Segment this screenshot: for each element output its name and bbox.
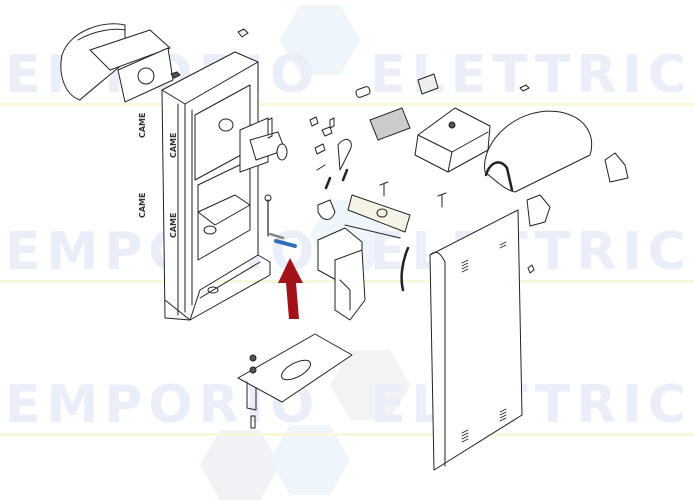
came-logo: CAME CAME CAME CAME <box>138 113 178 239</box>
output-shaft <box>239 117 288 173</box>
screws-and-fittings <box>309 73 530 220</box>
control-box <box>414 107 491 173</box>
connecting-arm <box>344 224 401 239</box>
watermark-hexagon <box>280 5 360 75</box>
small-bracket <box>237 28 249 38</box>
small-clip <box>527 264 535 274</box>
watermark-emporio: EMPORIO <box>5 222 321 282</box>
svg-text:CAME: CAME <box>138 193 147 219</box>
watermark-elettrico: ELETTRICO <box>370 45 694 105</box>
rear-cover-cap <box>60 23 174 103</box>
watermark-underline <box>0 433 694 436</box>
mounting-bracket <box>347 194 411 233</box>
watermark-elettrico: ELETTRICO <box>370 375 694 435</box>
highlighted-pin <box>264 194 297 248</box>
svg-text:CAME: CAME <box>169 213 178 239</box>
anchor-base-plate <box>237 333 353 429</box>
gear-motor <box>317 227 366 321</box>
barrier-cabinet <box>161 51 271 321</box>
control-board <box>369 107 411 141</box>
watermark-underline <box>0 103 694 106</box>
small-bracket <box>170 71 181 79</box>
end-cap <box>526 194 551 227</box>
svg-text:CAME: CAME <box>138 113 147 139</box>
linkage-rod <box>400 246 410 292</box>
red-indicator-arrow <box>278 258 303 319</box>
watermark-hexagon <box>330 350 410 420</box>
svg-text:CAME: CAME <box>169 133 178 159</box>
top-dome-cover <box>484 110 593 193</box>
front-cover-panel <box>429 209 523 471</box>
end-cap <box>604 152 629 183</box>
watermark-hexagon <box>270 425 350 495</box>
